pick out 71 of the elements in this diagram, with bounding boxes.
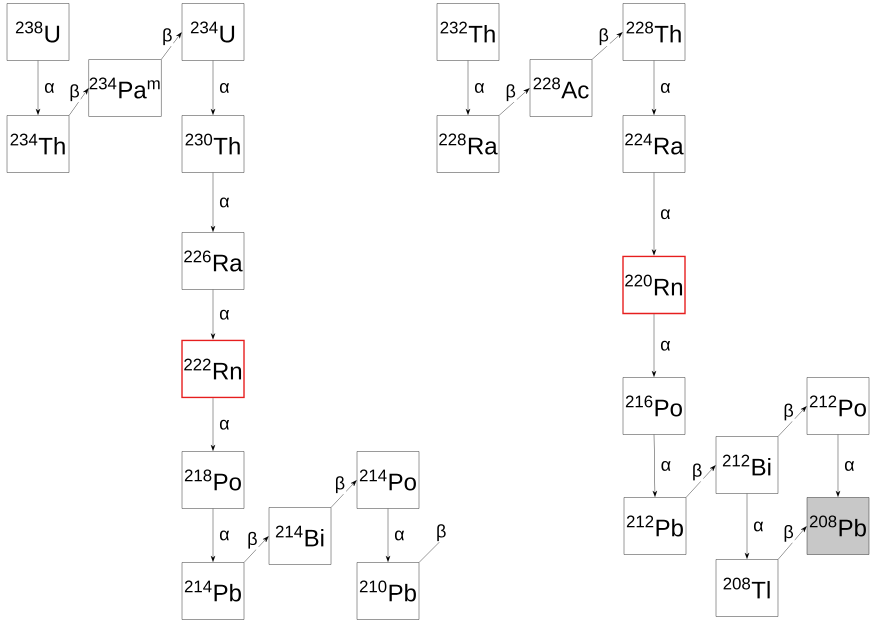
decay-label: α (474, 83, 484, 93)
arrow (331, 480, 357, 508)
nuclide-box: $^{234}$Pa$^{m}$ (88, 59, 162, 117)
nuclide-box: $^{212}$Pb (624, 497, 686, 555)
nuclide-box: $^{220}$Rn (622, 256, 686, 314)
decay-label: α (661, 461, 671, 471)
decay-label: β (70, 84, 79, 102)
decay-label: α (754, 522, 764, 532)
arrow (210, 508, 216, 562)
arrow (244, 536, 269, 562)
arrow (592, 32, 623, 60)
decay-label: β (248, 532, 257, 549)
decay-label: β (506, 84, 516, 102)
nuclide-box: $^{208}$Pb (806, 497, 870, 555)
decay-label: α (394, 530, 404, 540)
arrow (686, 465, 716, 498)
decay-label: β (784, 524, 794, 542)
arrow (836, 434, 840, 497)
arrow (69, 88, 88, 116)
arrow (36, 60, 40, 115)
nuclide-box: $^{232}$Th (436, 3, 500, 61)
decay-label: β (336, 476, 344, 494)
arrow (466, 60, 470, 115)
arrow (652, 60, 656, 115)
decay-label: α (660, 209, 670, 220)
arrow (652, 172, 656, 256)
decay-label: α (844, 461, 854, 471)
nuclide-box: $^{226}$Ra (182, 232, 244, 290)
decay-label: α (220, 198, 230, 208)
nuclide-box: $^{222}$Rn (181, 340, 245, 398)
decay-label: α (220, 420, 230, 430)
decay-label: α (660, 340, 670, 351)
decay-label: β (437, 524, 446, 542)
nuclide-box: $^{212}$Bi (716, 436, 778, 494)
decay-label: α (44, 83, 54, 93)
nuclide-box: $^{218}$Po (182, 451, 244, 509)
arrow (210, 398, 216, 451)
decay-label: β (163, 28, 172, 46)
decay-label: β (600, 28, 608, 46)
decay-label: α (660, 83, 670, 93)
arrow (386, 508, 390, 562)
nuclide-box: $^{212}$Po (806, 377, 870, 435)
arrow (210, 290, 216, 340)
nuclide-box: $^{228}$Th (622, 3, 686, 61)
nuclide-box: $^{214}$Pb (182, 562, 244, 620)
arrow (652, 434, 658, 497)
nuclide-box: $^{208}$Tl (716, 559, 778, 617)
nuclide-box: $^{238}$U (6, 3, 70, 61)
nuclide-box: $^{230}$Th (182, 115, 244, 173)
arrow (499, 88, 530, 116)
nuclide-box: $^{224}$Ra (622, 115, 686, 173)
arrow (778, 526, 807, 560)
nuclide-box: $^{216}$Po (622, 377, 686, 435)
arrow (652, 314, 656, 377)
nuclide-box: $^{228}$Ra (436, 115, 500, 173)
decay-label: β (784, 404, 794, 420)
nuclide-box: $^{214}$Bi (268, 507, 332, 565)
arrow (210, 60, 216, 115)
nuclide-box: $^{234}$Th (6, 115, 70, 173)
decay-label: α (220, 310, 230, 320)
decay-label: α (220, 530, 230, 540)
arrow (744, 493, 750, 559)
decay-label: β (693, 464, 702, 480)
arrow (161, 32, 182, 60)
arrow (210, 172, 216, 232)
nuclide-box: $^{228}$Ac (530, 59, 592, 117)
nuclide-box: $^{234}$U (182, 3, 244, 61)
nuclide-box: $^{214}$Po (356, 451, 420, 509)
decay-label: α (220, 83, 230, 93)
nuclide-box: $^{210}$Pb (356, 562, 420, 620)
arrow (778, 406, 807, 436)
